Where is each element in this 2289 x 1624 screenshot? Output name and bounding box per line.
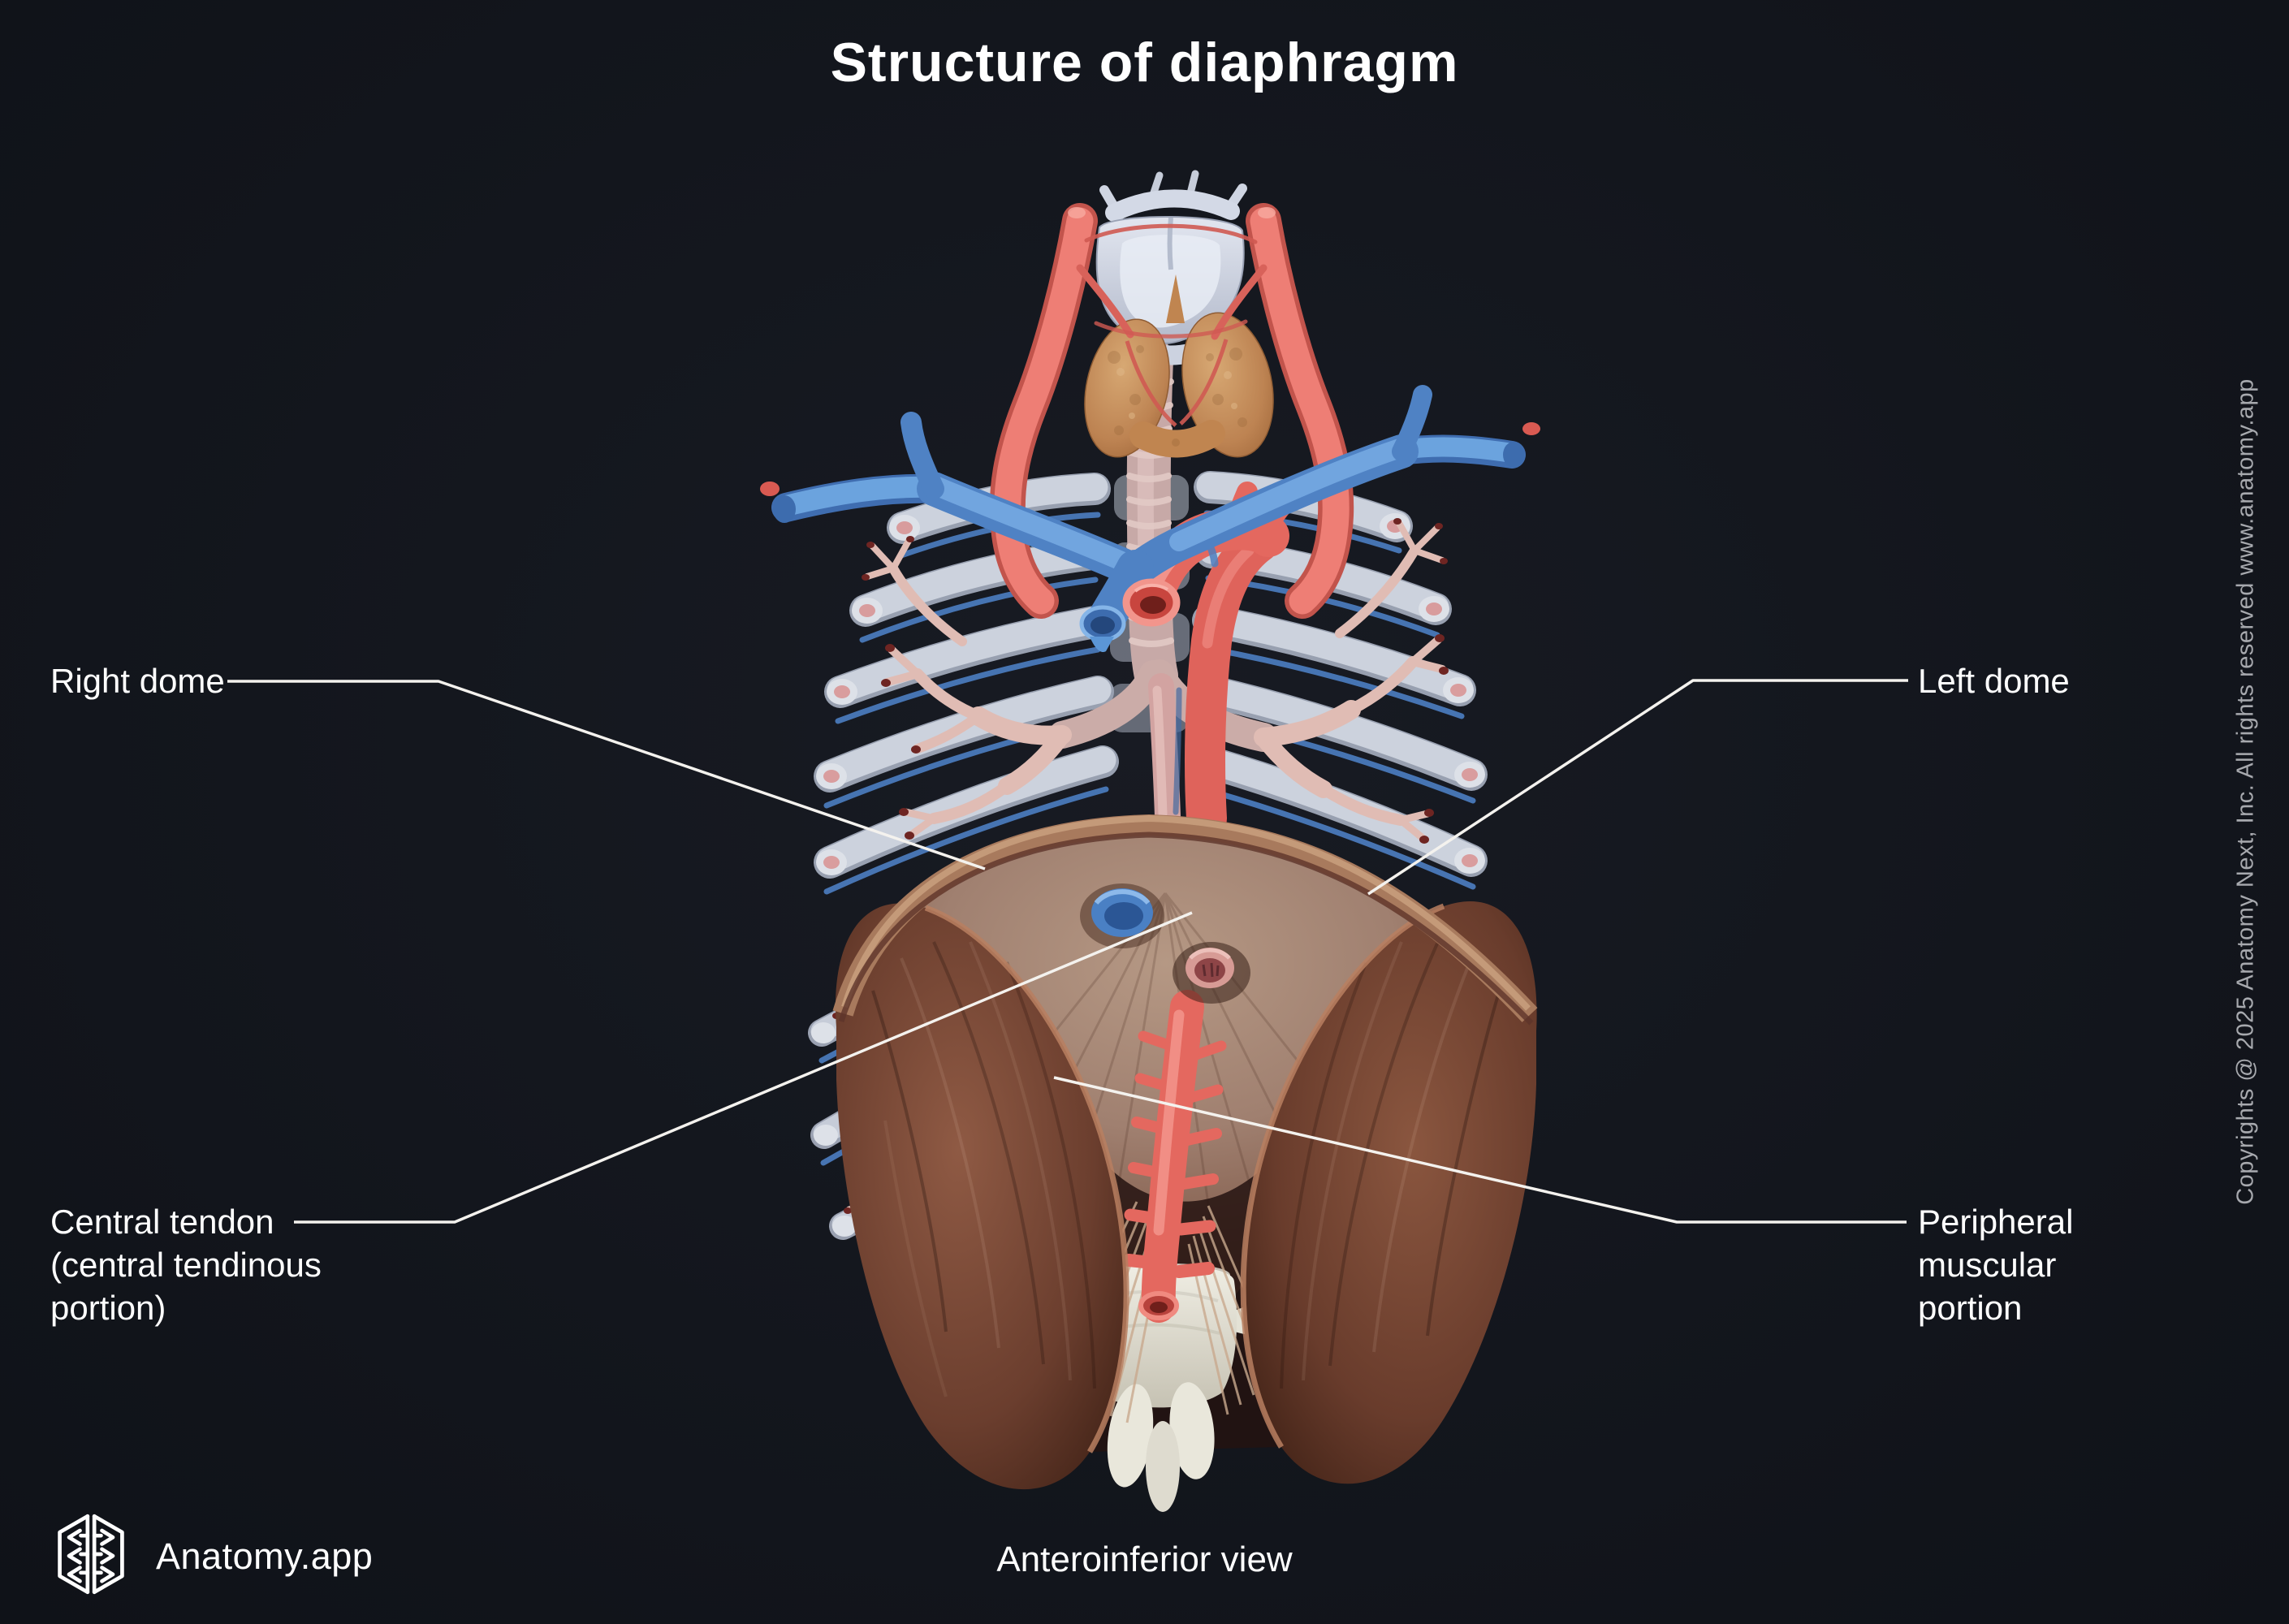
brand-name: Anatomy.app xyxy=(156,1535,374,1577)
leader-lines xyxy=(227,679,1908,1224)
superior-vena-cava-opening xyxy=(1079,605,1126,653)
brand-lockup: Anatomy.app xyxy=(49,1510,373,1602)
leader-peripheral-muscular xyxy=(1053,1076,1907,1224)
carotid-arteries xyxy=(989,203,1354,619)
copyright-notice: Copyrights @ 2025 Anatomy Next, Inc. All… xyxy=(2232,378,2259,1205)
caval-opening xyxy=(1080,883,1164,948)
ascending-aorta-opening xyxy=(1122,578,1181,627)
brachiocephalic-veins xyxy=(760,385,1540,815)
diaphragm xyxy=(832,814,1538,1512)
view-caption: Anteroinferior view xyxy=(996,1540,1293,1579)
label-right-dome: Right dome xyxy=(50,662,225,700)
esophagus xyxy=(1148,673,1181,829)
right-dome-muscle xyxy=(835,903,1129,1490)
leader-central-tendon xyxy=(294,911,1193,1224)
leader-left-dome xyxy=(1367,679,1908,896)
leader-right-dome xyxy=(227,680,986,870)
page-title: Structure of diaphragm xyxy=(830,32,1459,93)
label-central-tendon: Central tendon (central tendinous portio… xyxy=(50,1203,322,1327)
abdominal-aorta xyxy=(1122,990,1227,1323)
anatomy-app-logo-icon xyxy=(49,1510,133,1602)
esophageal-opening xyxy=(1173,942,1250,1004)
left-dome-muscle xyxy=(1240,901,1537,1484)
thyroid-gland xyxy=(1084,274,1274,458)
diaphragm-rim xyxy=(832,814,1538,1026)
label-left-dome: Left dome xyxy=(1918,662,2070,700)
label-peripheral-muscular-portion: Peripheral muscular portion xyxy=(1918,1203,2074,1327)
